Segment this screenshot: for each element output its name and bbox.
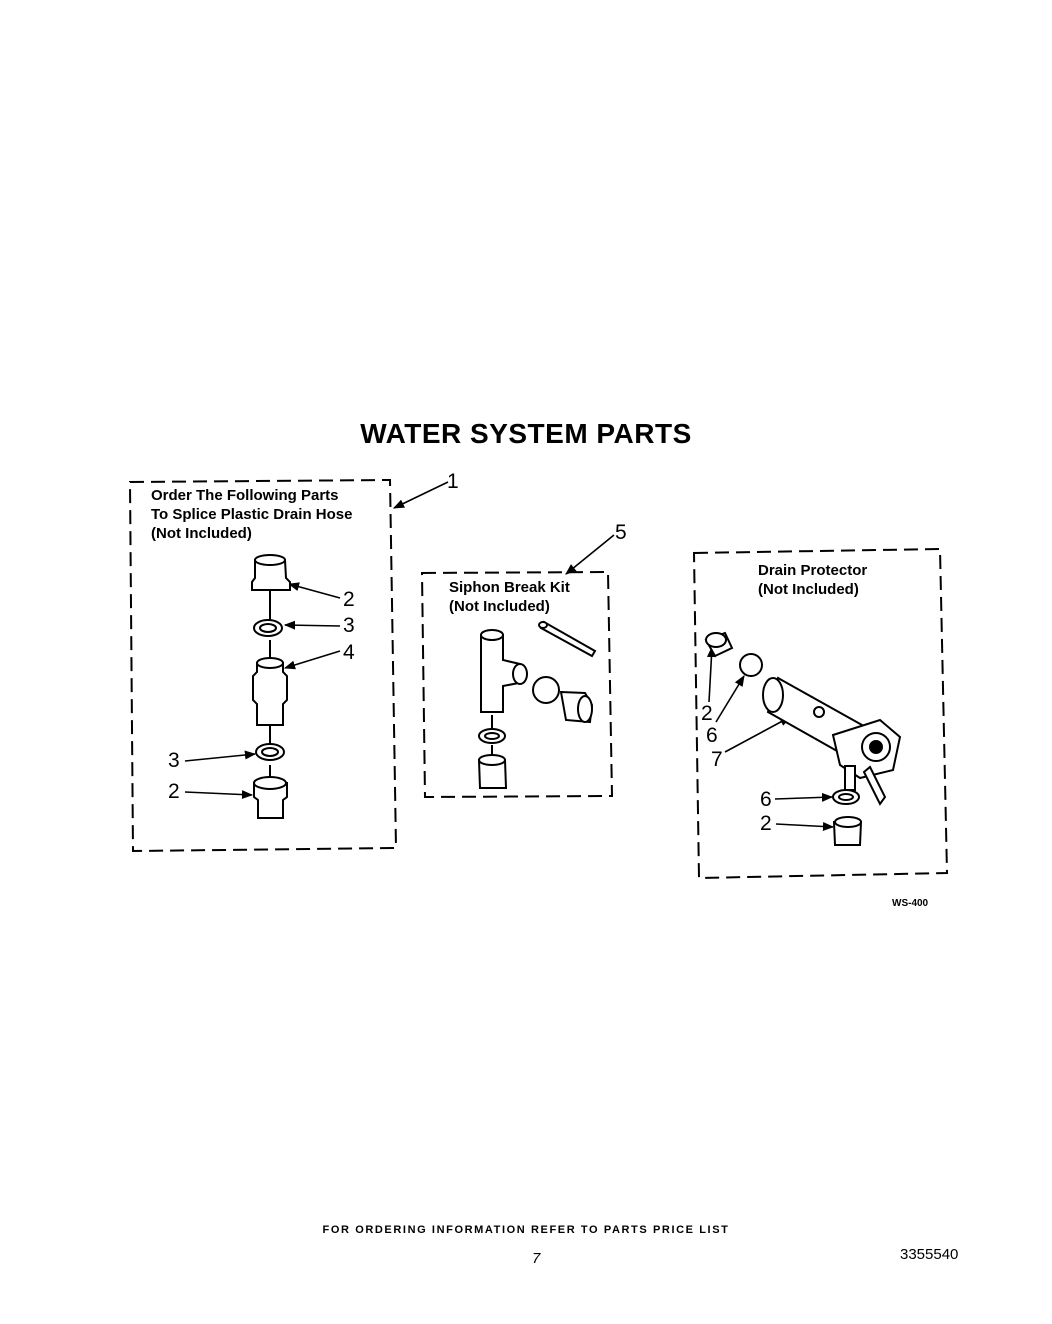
drain-caption-line-2: (Not Included) — [758, 581, 859, 598]
drain-box-border — [692, 547, 949, 880]
callout-1: 1 — [447, 470, 459, 493]
callout-2-lower: 2 — [760, 812, 772, 835]
drawing-id: WS-400 — [892, 898, 929, 909]
siphon-parts — [477, 620, 597, 789]
callout-6-drain: 6 — [706, 724, 718, 747]
part-number: 3355540 — [900, 1246, 959, 1263]
splice-box-caption: Order The Following Parts To Splice Plas… — [151, 486, 352, 543]
leader-6-drain — [715, 675, 745, 723]
callout-7: 7 — [711, 748, 723, 771]
splice-caption-line-3: (Not Included) — [151, 525, 252, 542]
splice-box-border — [128, 478, 398, 853]
siphon-box-caption: Siphon Break Kit (Not Included) — [449, 578, 570, 616]
callout-3-bottom: 3 — [168, 749, 180, 772]
leader-7 — [724, 716, 791, 753]
splice-caption-line-1: Order The Following Parts — [151, 487, 339, 504]
ordering-footer: FOR ORDERING INFORMATION REFER TO PARTS … — [322, 1224, 730, 1236]
callout-5: 5 — [615, 521, 627, 544]
callout-2-bottom: 2 — [168, 780, 180, 803]
siphon-caption-line-2: (Not Included) — [449, 598, 550, 615]
drain-box-caption: Drain Protector (Not Included) — [758, 561, 867, 599]
drain-parts — [704, 631, 902, 846]
leader-2-top — [287, 582, 341, 599]
callout-4: 4 — [343, 641, 355, 664]
callout-3-top: 3 — [343, 614, 355, 637]
leader-2-lower — [775, 821, 835, 831]
drain-caption-line-1: Drain Protector — [758, 562, 868, 579]
leader-1 — [392, 481, 449, 509]
callout-2-drain: 2 — [701, 702, 713, 725]
leader-2-drain — [706, 645, 716, 703]
leader-2-bottom — [184, 790, 254, 800]
siphon-caption-line-1: Siphon Break Kit — [449, 579, 570, 596]
leader-3-bottom — [184, 750, 257, 762]
splice-caption-line-2: To Splice Plastic Drain Hose — [151, 506, 353, 523]
page-number: 7 — [532, 1250, 541, 1267]
callout-2-top: 2 — [343, 588, 355, 611]
callout-6-lower: 6 — [760, 788, 772, 811]
siphon-box-border — [420, 570, 614, 799]
leader-3-top — [283, 620, 341, 630]
leader-6-lower — [774, 792, 834, 802]
leader-5 — [565, 534, 615, 575]
page-title: WATER SYSTEM PARTS — [360, 418, 692, 449]
leader-4 — [283, 650, 341, 670]
splice-parts — [251, 554, 291, 819]
